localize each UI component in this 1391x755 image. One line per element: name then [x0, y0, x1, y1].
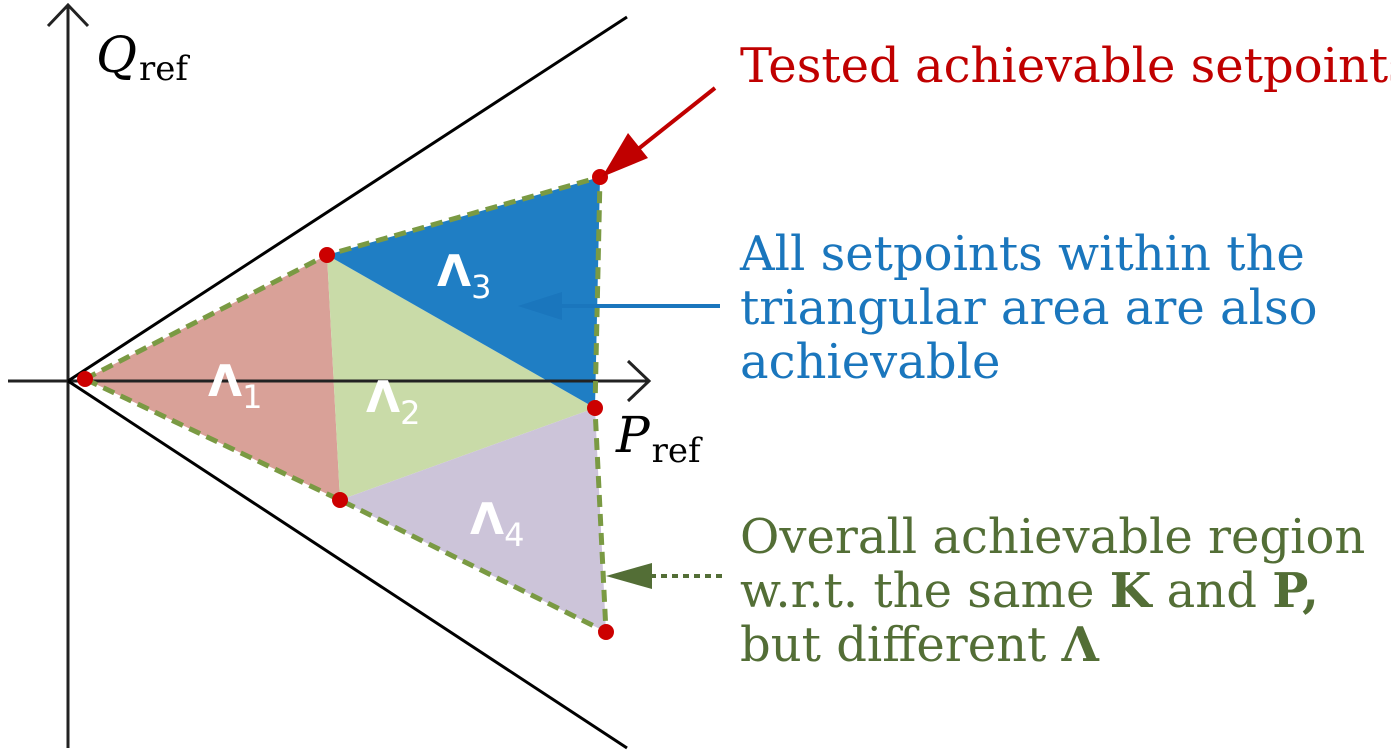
interior-arrowhead: [518, 292, 562, 320]
y-axis-arrowhead: [46, 2, 90, 28]
setpoint-top-left: [319, 247, 335, 263]
setpoint-origin: [77, 371, 93, 387]
y-axis-label: Qref: [96, 26, 190, 89]
setpoint-bottom-left: [332, 492, 348, 508]
tested-setpoints-annotation: Tested achievable setpoints: [740, 38, 1391, 94]
tested-setpoints-arrowhead: [602, 133, 648, 177]
region-lambda-3: [327, 177, 600, 408]
interior-annotation-line-3: achievable: [740, 334, 1000, 390]
x-axis-arrowhead: [626, 359, 652, 403]
overall-annotation-line-1: Overall achievable region: [740, 509, 1365, 565]
cone-lower-line: [67, 379, 628, 750]
overall-region-arrowhead: [606, 563, 652, 589]
x-axis-label: Pref: [615, 406, 703, 471]
region-lambda-4-label: Λ4: [470, 494, 524, 554]
interior-annotation-line-2: triangular area are also: [740, 280, 1318, 336]
cone-upper-line: [67, 15, 628, 383]
region-lambda-1: [85, 255, 340, 500]
overall-annotation-line-2: w.r.t. the same K and P,: [740, 563, 1319, 619]
region-lambda-1-label: Λ1: [208, 356, 262, 416]
interior-annotation-line-1: All setpoints within the: [739, 226, 1305, 282]
region-lambda-4: [340, 408, 606, 632]
region-lambda-2: [327, 255, 595, 500]
setpoint-top-right: [592, 169, 608, 185]
region-lambda-2-label: Λ2: [366, 372, 420, 432]
region-lambda-3-label: Λ3: [437, 246, 491, 306]
setpoint-bottom-right: [598, 624, 614, 640]
setpoint-middle-right: [587, 400, 603, 416]
overall-annotation-line-3: but different Λ: [740, 617, 1100, 673]
